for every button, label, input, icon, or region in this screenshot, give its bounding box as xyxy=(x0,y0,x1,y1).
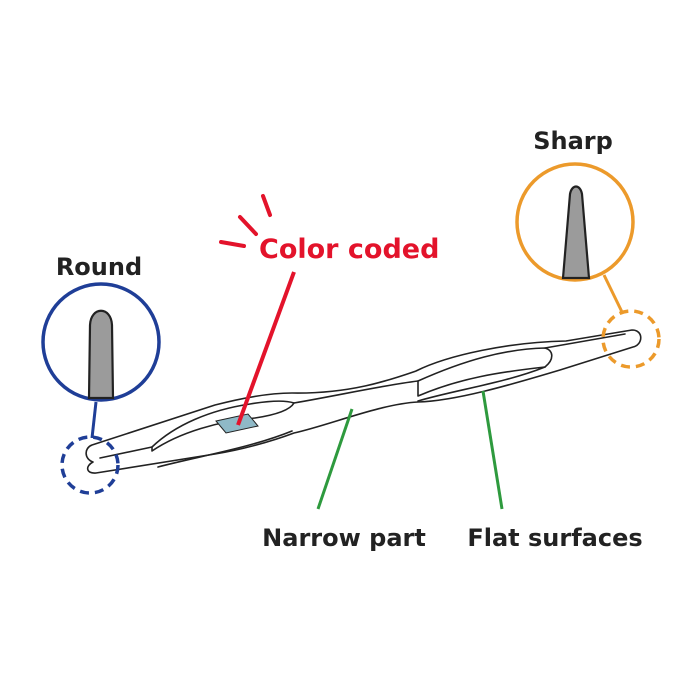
color-coded-label: Color coded xyxy=(259,234,439,265)
round-label: Round xyxy=(56,253,142,281)
color-coded-callout: Color coded xyxy=(219,194,439,426)
round-callout: Round xyxy=(41,253,161,495)
sharp-callout: Sharp xyxy=(515,127,661,369)
tool-body xyxy=(85,329,642,474)
left-taper-line xyxy=(99,446,153,459)
color-coded-leader xyxy=(236,271,296,426)
right-taper-line xyxy=(544,333,626,349)
sharp-label: Sharp xyxy=(533,127,613,155)
sharp-tip-dashed-circle xyxy=(601,309,661,369)
right-flat-surface xyxy=(417,347,553,397)
narrow-part-leader xyxy=(316,408,354,510)
sharp-callout-connector xyxy=(602,274,624,313)
flat-surfaces-callout: Flat surfaces xyxy=(467,390,643,552)
attention-burst-icon xyxy=(219,194,272,248)
left-flat-edge xyxy=(157,430,293,468)
round-tip-icon xyxy=(87,309,115,400)
round-tip-dashed-circle xyxy=(60,435,120,495)
right-flat-edge xyxy=(417,366,546,402)
narrow-part-contour xyxy=(293,380,419,404)
sharp-tip-icon xyxy=(561,185,591,280)
tool-outline xyxy=(85,329,642,474)
flat-surfaces-leader xyxy=(481,390,504,510)
flat-surfaces-label: Flat surfaces xyxy=(467,524,642,552)
round-callout-connector xyxy=(90,401,98,439)
narrow-part-callout: Narrow part xyxy=(262,408,426,552)
narrow-part-label: Narrow part xyxy=(262,524,426,552)
